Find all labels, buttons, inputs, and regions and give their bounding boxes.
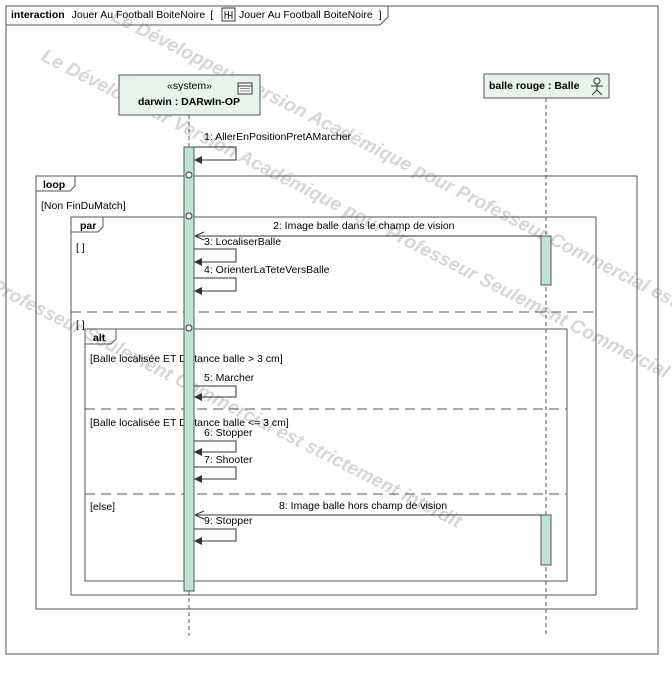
par-guard-1: [ ]	[76, 242, 85, 254]
header-name: Jouer Au Football BoiteNoire	[72, 9, 206, 21]
lifeline-head-balle[interactable]	[483, 73, 610, 99]
diagram-frame-tab	[6, 6, 389, 26]
activation-balle-2	[540, 514, 552, 566]
actor-icon	[591, 77, 603, 96]
fragment-par: par [ ] [ ]	[70, 216, 597, 596]
message-3[interactable]: 3: LocaliserBalle	[194, 236, 281, 266]
diagram-frame	[5, 5, 659, 655]
header-ref-close: ]	[379, 9, 382, 21]
loop-guard: [Non FinDuMatch]	[41, 200, 126, 212]
svg-text:interaction Jouer Au Footb: interaction Jouer Au Football BoiteNoire…	[11, 9, 213, 21]
message-1[interactable]: 1: AllerEnPositionPretAMarcher	[194, 131, 352, 164]
message-4[interactable]: 4: OrienterLaTeteVersBalle	[194, 264, 330, 295]
message-8-label: 8: Image balle hors champ de vision	[279, 500, 447, 512]
header-ref-open: [	[210, 9, 213, 21]
message-1-label: 1: AllerEnPositionPretAMarcher	[204, 131, 352, 143]
message-4-label: 4: OrienterLaTeteVersBalle	[204, 264, 330, 276]
message-7[interactable]: 7: Shooter	[194, 454, 253, 483]
block-icon	[237, 82, 253, 95]
activation-balle-1	[540, 235, 552, 286]
message-5[interactable]: 5: Marcher	[194, 372, 255, 401]
fragment-loop: loop [Non FinDuMatch]	[35, 175, 638, 610]
loop-operator: loop	[43, 179, 65, 191]
darwin-stereotype: «system»	[167, 80, 212, 92]
diagram-ref-icon	[221, 7, 236, 22]
header-ref-name: Jouer Au Football BoiteNoire	[239, 9, 373, 21]
message-3-label: 3: LocaliserBalle	[204, 236, 281, 248]
activation-darwin	[183, 146, 195, 592]
alt-operator: alt	[93, 332, 106, 344]
balle-label: balle rouge : Balle	[489, 80, 580, 92]
lifeline-head-darwin[interactable]	[118, 74, 261, 116]
message-2-label: 2: Image balle dans le champ de vision	[273, 220, 455, 232]
darwin-label: darwin : DARwIn-OP	[138, 96, 240, 108]
lifeline-darwin[interactable]: «system» darwin : DARwIn-OP	[118, 74, 261, 636]
message-6[interactable]: 6: Stopper	[194, 427, 253, 456]
message-7-label: 7: Shooter	[204, 454, 253, 466]
message-5-label: 5: Marcher	[204, 372, 255, 384]
message-6-label: 6: Stopper	[204, 427, 253, 439]
svg-text:Jouer Au Football BoiteNoire: Jouer Au Football BoiteNoire ]	[239, 9, 382, 21]
message-9-label: 9: Stopper	[204, 515, 253, 527]
fragment-gates	[185, 171, 193, 332]
header-keyword: interaction	[11, 9, 65, 21]
par-guard-2: [ ]	[76, 319, 85, 331]
lifeline-balle-rouge[interactable]: balle rouge : Balle	[483, 73, 610, 636]
message-8[interactable]: 8: Image balle hors champ de vision	[194, 500, 541, 520]
message-2[interactable]: 2: Image balle dans le champ de vision	[194, 220, 541, 241]
alt-guard-3: [else]	[90, 501, 115, 513]
par-operator: par	[80, 220, 96, 232]
message-9[interactable]: 9: Stopper	[194, 515, 253, 545]
